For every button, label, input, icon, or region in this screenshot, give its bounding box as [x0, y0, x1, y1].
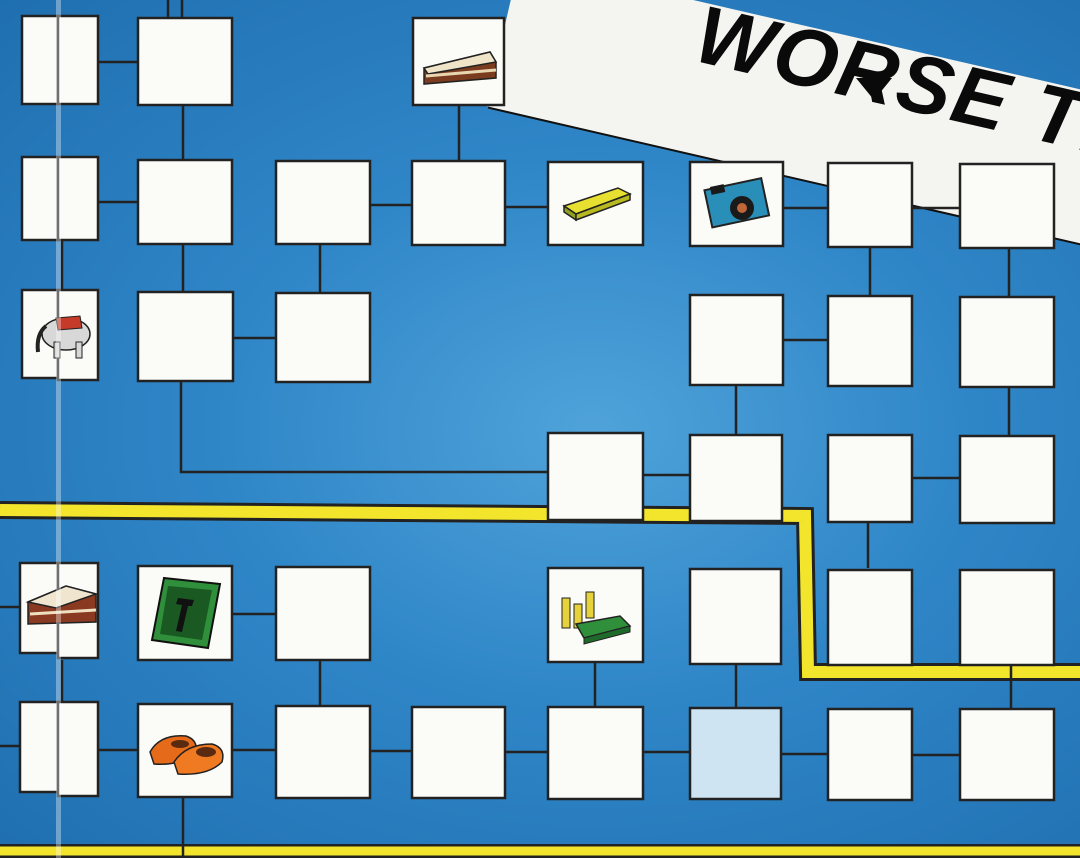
square-r3c5[interactable]: [690, 295, 783, 385]
page-fold: [56, 0, 61, 858]
square-r6c3[interactable]: [412, 707, 505, 798]
square-r5c5[interactable]: [690, 569, 781, 664]
square-r5c2[interactable]: [276, 567, 370, 660]
square-r6c7[interactable]: [960, 709, 1054, 800]
green-card-icon: [152, 578, 220, 648]
square-r3c6[interactable]: [828, 296, 912, 386]
square-r2c0[interactable]: [58, 157, 98, 240]
square-r3c2[interactable]: [276, 293, 370, 382]
squares: [20, 16, 1054, 800]
square-r3c7[interactable]: [960, 297, 1054, 387]
square-r1c0-left[interactable]: [22, 16, 58, 104]
square-r6c4[interactable]: [548, 707, 643, 799]
square-r2c6[interactable]: [828, 163, 912, 247]
square-r4c4[interactable]: [548, 433, 643, 520]
square-r1c0[interactable]: [58, 16, 98, 104]
square-r2c3[interactable]: [412, 161, 505, 245]
square-r4c6[interactable]: [828, 435, 912, 522]
square-r2c2[interactable]: [276, 161, 370, 244]
square-r6c2[interactable]: [276, 706, 370, 798]
square-r5c7[interactable]: [960, 570, 1054, 665]
square-r3c1[interactable]: [138, 292, 233, 381]
square-r1c1[interactable]: [138, 18, 232, 105]
square-r2c7[interactable]: [960, 164, 1054, 248]
square-r6c6[interactable]: [828, 709, 912, 800]
square-r4c7[interactable]: [960, 436, 1054, 523]
square-r6c5-highlighted[interactable]: [690, 708, 781, 799]
square-r4c5[interactable]: [690, 435, 782, 521]
square-r6c0-left[interactable]: [20, 702, 58, 792]
yellow-route: [0, 510, 1080, 851]
square-r2c0-left[interactable]: [22, 157, 58, 240]
square-r6c0[interactable]: [58, 702, 98, 796]
square-r2c1[interactable]: [138, 160, 232, 244]
square-r5c6[interactable]: [828, 570, 912, 665]
